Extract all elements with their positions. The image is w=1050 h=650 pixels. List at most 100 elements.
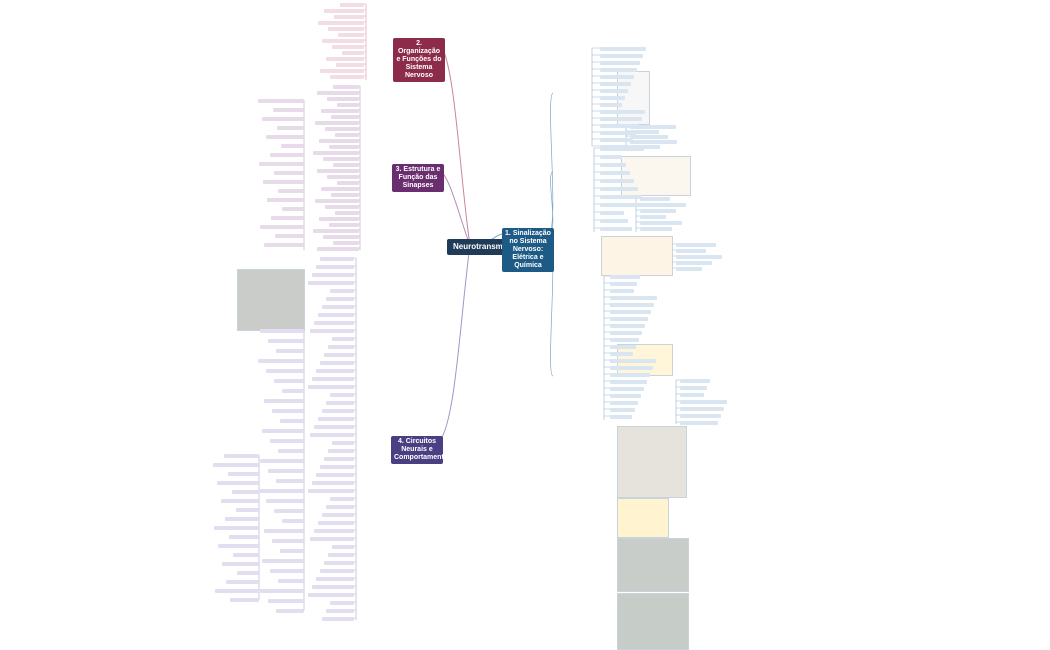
leaf-node[interactable] bbox=[312, 480, 354, 485]
leaf-node[interactable] bbox=[600, 88, 628, 93]
leaf-node[interactable] bbox=[213, 462, 259, 467]
leaf-node[interactable] bbox=[600, 170, 630, 175]
leaf-node[interactable] bbox=[600, 137, 633, 142]
leaf-node[interactable] bbox=[310, 432, 354, 437]
leaf-node[interactable] bbox=[313, 228, 359, 233]
leaf-node[interactable] bbox=[222, 561, 259, 566]
leaf-node[interactable] bbox=[328, 448, 354, 453]
leaf-node[interactable] bbox=[262, 558, 304, 563]
leaf-node[interactable] bbox=[676, 266, 702, 271]
leaf-node[interactable] bbox=[262, 116, 304, 121]
leaf-node[interactable] bbox=[320, 68, 364, 73]
leaf-node[interactable] bbox=[680, 392, 704, 397]
leaf-node[interactable] bbox=[310, 328, 354, 333]
leaf-node[interactable] bbox=[321, 108, 359, 113]
leaf-node[interactable] bbox=[316, 472, 354, 477]
leaf-node[interactable] bbox=[342, 50, 364, 55]
leaf-node[interactable] bbox=[282, 206, 304, 211]
leaf-node[interactable] bbox=[266, 368, 304, 373]
leaf-node[interactable] bbox=[218, 543, 259, 548]
leaf-node[interactable] bbox=[318, 20, 364, 25]
leaf-node[interactable] bbox=[336, 62, 364, 67]
leaf-node[interactable] bbox=[332, 440, 354, 445]
leaf-node[interactable] bbox=[610, 365, 653, 370]
leaf-node[interactable] bbox=[610, 372, 650, 377]
leaf-node[interactable] bbox=[600, 202, 646, 207]
leaf-node[interactable] bbox=[264, 242, 304, 247]
leaf-node[interactable] bbox=[630, 134, 668, 139]
leaf-node[interactable] bbox=[318, 312, 354, 317]
branch-node-nervous-system-organization[interactable]: 2. Organização e Funções do Sistema Nerv… bbox=[393, 38, 445, 82]
leaf-node[interactable] bbox=[317, 168, 359, 173]
leaf-node[interactable] bbox=[314, 424, 354, 429]
leaf-node[interactable] bbox=[226, 579, 259, 584]
leaf-node[interactable] bbox=[630, 144, 660, 149]
leaf-node[interactable] bbox=[322, 304, 354, 309]
leaf-node[interactable] bbox=[278, 188, 304, 193]
leaf-node[interactable] bbox=[332, 336, 354, 341]
leaf-node[interactable] bbox=[600, 60, 640, 65]
leaf-node[interactable] bbox=[640, 196, 670, 201]
leaf-node[interactable] bbox=[600, 74, 634, 79]
leaf-node[interactable] bbox=[258, 488, 304, 493]
leaf-node[interactable] bbox=[610, 358, 656, 363]
leaf-node[interactable] bbox=[338, 32, 364, 37]
leaf-node[interactable] bbox=[610, 302, 654, 307]
leaf-node[interactable] bbox=[600, 95, 625, 100]
leaf-node[interactable] bbox=[600, 116, 642, 121]
leaf-node[interactable] bbox=[282, 388, 304, 393]
leaf-node[interactable] bbox=[337, 180, 359, 185]
leaf-node[interactable] bbox=[610, 414, 632, 419]
leaf-node[interactable] bbox=[640, 208, 676, 213]
leaf-node[interactable] bbox=[215, 588, 259, 593]
leaf-node[interactable] bbox=[322, 408, 354, 413]
leaf-node[interactable] bbox=[278, 578, 304, 583]
leaf-node[interactable] bbox=[236, 507, 259, 512]
leaf-node[interactable] bbox=[232, 489, 259, 494]
leaf-node[interactable] bbox=[280, 548, 304, 553]
leaf-node[interactable] bbox=[330, 74, 364, 79]
leaf-node[interactable] bbox=[275, 233, 304, 238]
leaf-node[interactable] bbox=[610, 323, 645, 328]
leaf-node[interactable] bbox=[630, 129, 659, 134]
leaf-node[interactable] bbox=[281, 143, 304, 148]
leaf-node[interactable] bbox=[314, 528, 354, 533]
leaf-node[interactable] bbox=[335, 210, 359, 215]
leaf-node[interactable] bbox=[233, 552, 259, 557]
leaf-node[interactable] bbox=[268, 468, 304, 473]
leaf-node[interactable] bbox=[217, 480, 259, 485]
leaf-node[interactable] bbox=[640, 202, 686, 207]
branch-node-neural-circuits[interactable]: 4. Circuitos Neurais e Comportamento bbox=[391, 436, 448, 464]
leaf-node[interactable] bbox=[272, 538, 304, 543]
leaf-node[interactable] bbox=[262, 428, 304, 433]
leaf-node[interactable] bbox=[272, 408, 304, 413]
leaf-node[interactable] bbox=[610, 295, 657, 300]
leaf-node[interactable] bbox=[680, 420, 718, 425]
leaf-node[interactable] bbox=[600, 109, 645, 114]
leaf-node[interactable] bbox=[308, 592, 354, 597]
leaf-node[interactable] bbox=[600, 186, 638, 191]
leaf-node[interactable] bbox=[610, 330, 642, 335]
leaf-node[interactable] bbox=[316, 576, 354, 581]
leaf-node[interactable] bbox=[676, 242, 716, 247]
leaf-node[interactable] bbox=[276, 478, 304, 483]
leaf-node[interactable] bbox=[310, 536, 354, 541]
leaf-node[interactable] bbox=[676, 254, 722, 259]
leaf-node[interactable] bbox=[260, 328, 304, 333]
leaf-node[interactable] bbox=[600, 46, 646, 51]
leaf-node[interactable] bbox=[331, 192, 359, 197]
leaf-node[interactable] bbox=[600, 102, 622, 107]
leaf-node[interactable] bbox=[324, 560, 354, 565]
leaf-node[interactable] bbox=[328, 26, 364, 31]
leaf-node[interactable] bbox=[600, 162, 626, 167]
leaf-node[interactable] bbox=[260, 588, 304, 593]
leaf-node[interactable] bbox=[324, 8, 364, 13]
leaf-node[interactable] bbox=[267, 197, 304, 202]
leaf-node[interactable] bbox=[308, 488, 354, 493]
leaf-node[interactable] bbox=[319, 216, 359, 221]
leaf-node[interactable] bbox=[600, 146, 644, 151]
leaf-node[interactable] bbox=[640, 214, 666, 219]
leaf-node[interactable] bbox=[610, 288, 634, 293]
leaf-node[interactable] bbox=[271, 215, 304, 220]
leaf-node[interactable] bbox=[332, 544, 354, 549]
